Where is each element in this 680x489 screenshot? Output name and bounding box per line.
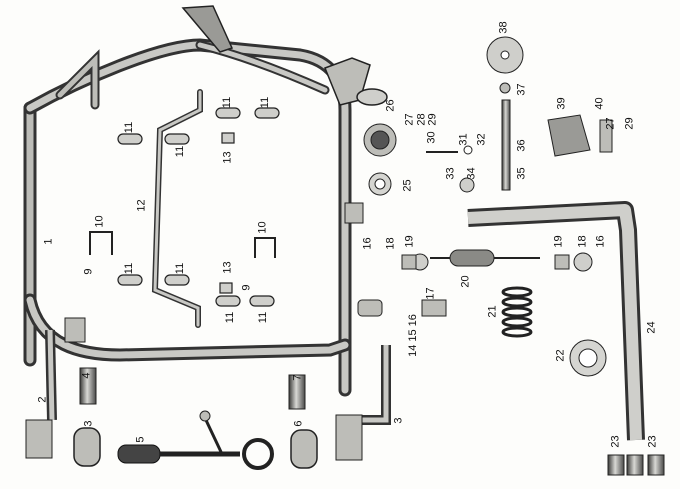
callout-30: 30 <box>425 131 438 144</box>
callout-23: 23 <box>646 435 659 448</box>
callout-29: 29 <box>426 113 439 126</box>
callout-32: 32 <box>475 133 488 146</box>
callout-12: 12 <box>135 199 148 212</box>
callout-25: 25 <box>401 179 414 192</box>
callout-16: 16 <box>594 235 607 248</box>
callout-11: 11 <box>174 145 187 158</box>
callout-3: 3 <box>82 420 95 427</box>
sleeve-4 <box>79 367 97 405</box>
callout-9: 9 <box>240 284 253 291</box>
callout-19: 19 <box>403 235 416 248</box>
lever-5 <box>117 410 274 470</box>
callout-29: 29 <box>623 117 636 130</box>
callout-23: 23 <box>609 435 622 448</box>
callout-40: 40 <box>593 97 606 110</box>
callout-31: 31 <box>457 133 470 146</box>
callout-19: 19 <box>552 235 565 248</box>
callout-35: 35 <box>515 167 528 180</box>
spring-20 <box>430 249 540 267</box>
callout-13: 13 <box>221 261 234 274</box>
callout-14-15-16: 14 15 16 <box>406 314 419 357</box>
rod-36 <box>501 99 511 191</box>
callout-16: 16 <box>361 237 374 250</box>
callout-18: 18 <box>384 237 397 250</box>
clamp-8 <box>73 427 318 469</box>
callout-33: 33 <box>444 167 457 180</box>
lower-brackets <box>25 329 391 461</box>
callout-20: 20 <box>459 275 472 288</box>
callout-38: 38 <box>497 21 510 34</box>
callout-27: 27 <box>403 113 416 126</box>
callout-26: 26 <box>384 99 397 112</box>
stabilizer-bar <box>151 89 203 328</box>
callout-4: 4 <box>80 372 93 379</box>
rings-and-washers <box>363 36 607 377</box>
pedal-pad-39 <box>547 114 613 157</box>
u-bolts <box>89 231 276 258</box>
head-bracket <box>64 5 388 343</box>
sleeve-7 <box>288 374 306 410</box>
callout-34: 34 <box>465 167 478 180</box>
callout-21: 21 <box>486 305 499 318</box>
callout-11: 11 <box>123 121 136 134</box>
callout-11: 11 <box>257 311 270 324</box>
callout-27: 27 <box>604 117 617 130</box>
brake-lever-24 <box>467 201 665 476</box>
callout-36: 36 <box>515 139 528 152</box>
spring-21 <box>501 286 533 338</box>
callout-22: 22 <box>554 349 567 362</box>
callout-7: 7 <box>291 374 304 381</box>
callout-17: 17 <box>424 287 437 300</box>
callout-39: 39 <box>555 97 568 110</box>
callout-5: 5 <box>134 436 147 443</box>
callout-37: 37 <box>515 83 528 96</box>
callout-3: 3 <box>392 417 405 424</box>
callout-2: 2 <box>36 396 49 403</box>
callout-24: 24 <box>645 321 658 334</box>
callout-10: 10 <box>93 215 106 228</box>
callout-6: 6 <box>292 420 305 427</box>
callout-11: 11 <box>174 262 187 275</box>
callout-1: 1 <box>42 238 55 245</box>
callout-18: 18 <box>576 235 589 248</box>
callout-11: 11 <box>123 262 136 275</box>
callout-13: 13 <box>221 151 234 164</box>
callout-10: 10 <box>256 221 269 234</box>
callout-11: 11 <box>221 96 234 109</box>
callout-11: 11 <box>224 311 237 324</box>
callout-11: 11 <box>259 96 272 109</box>
clamps <box>117 107 280 307</box>
callout-9: 9 <box>82 268 95 275</box>
